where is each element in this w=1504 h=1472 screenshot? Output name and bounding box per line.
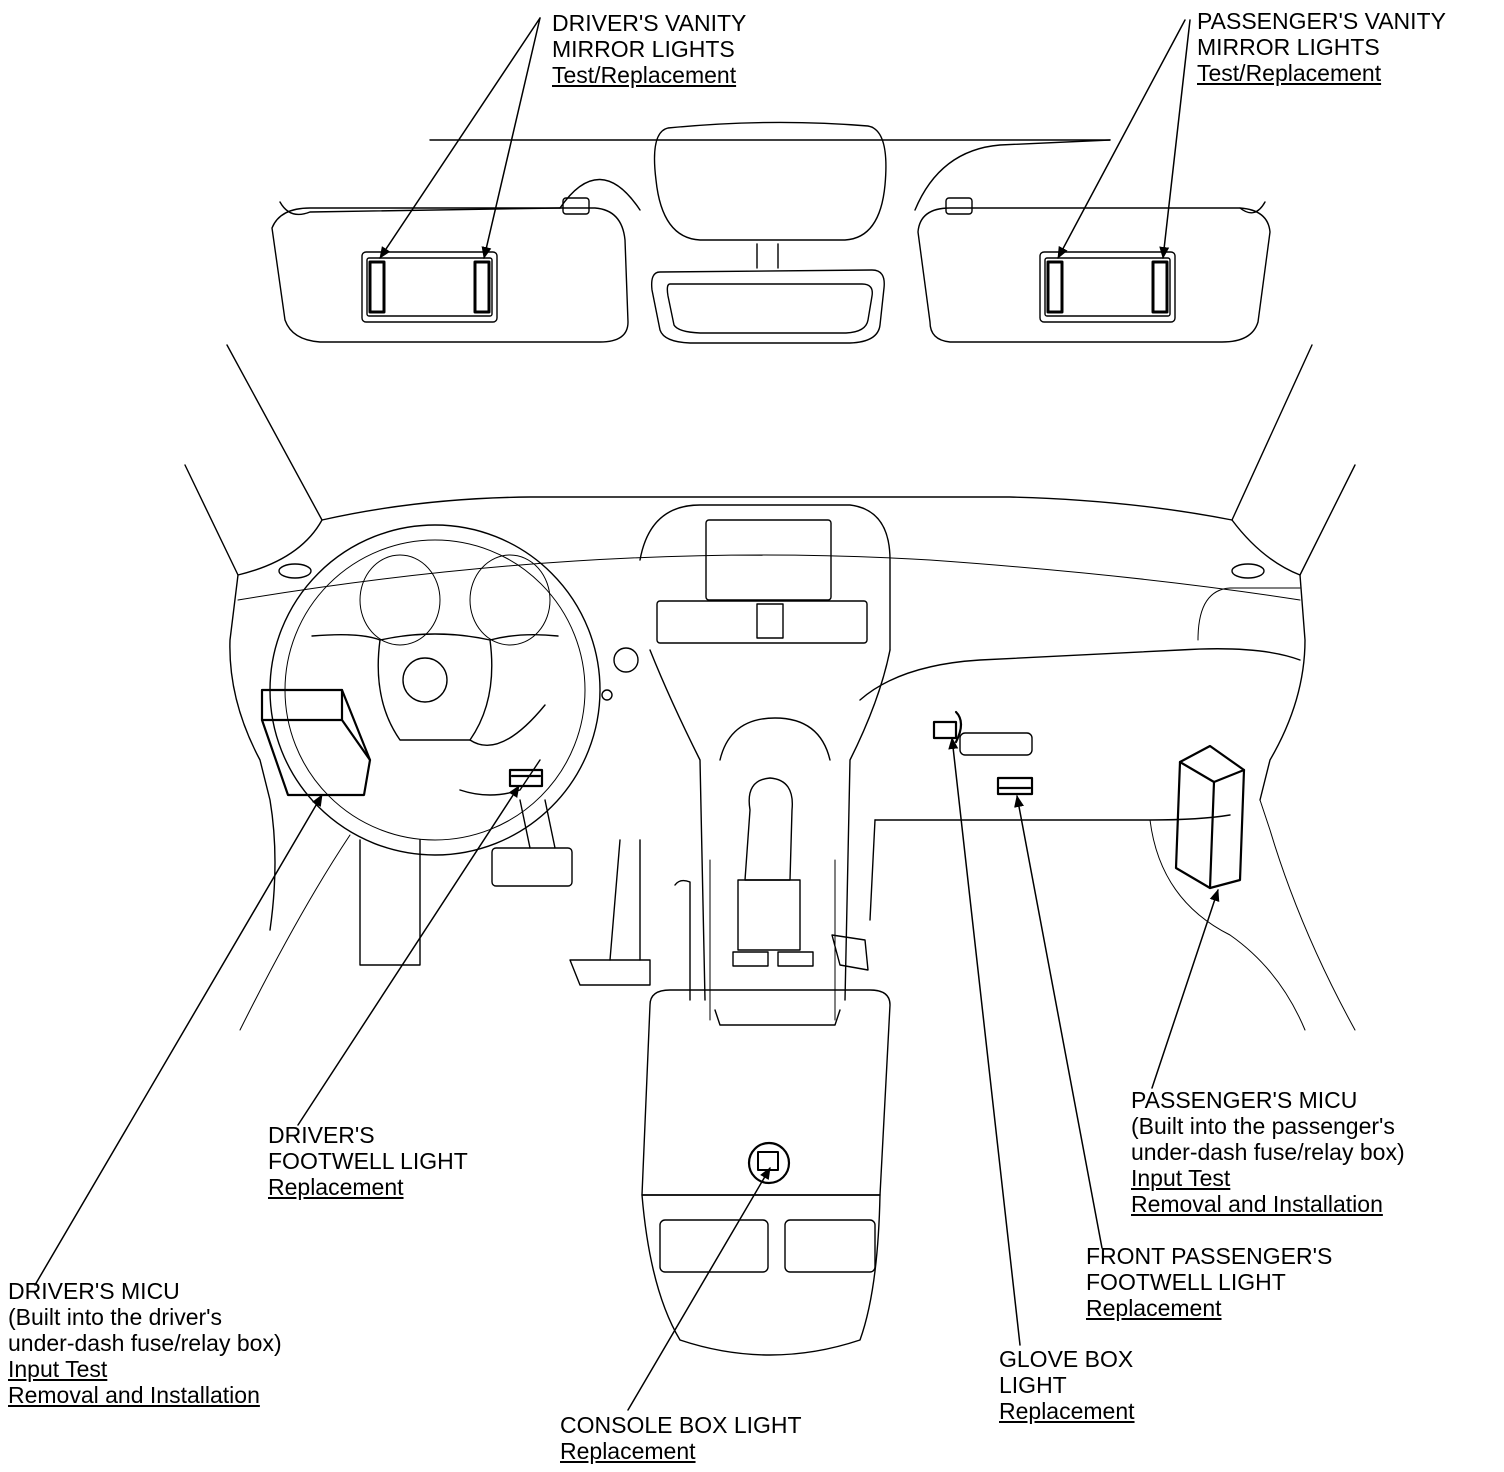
callout-text: DRIVER'S	[268, 1122, 375, 1148]
callout-text: FRONT PASSENGER'S	[1086, 1243, 1333, 1269]
callout-text: PASSENGER'S MICU	[1131, 1087, 1358, 1113]
callout-text: FOOTWELL LIGHT	[1086, 1269, 1286, 1295]
dashboard	[229, 496, 1306, 1021]
headliner	[279, 139, 1266, 216]
callout-text: GLOVE BOX	[999, 1346, 1134, 1372]
callout-text: DRIVER'S VANITY	[552, 10, 747, 36]
driver-footwell-light	[508, 768, 544, 788]
console-box-replacement-link[interactable]: Replacement	[560, 1438, 696, 1464]
a-pillars	[184, 344, 1356, 576]
callout-console-box-light: CONSOLE BOX LIGHT Replacement	[560, 1412, 802, 1464]
callout-text: CONSOLE BOX LIGHT	[560, 1412, 802, 1438]
callout-passenger-micu: PASSENGER'S MICU (Built into the passeng…	[1131, 1087, 1405, 1217]
center-console	[641, 989, 891, 1356]
callout-driver-micu: DRIVER'S MICU (Built into the driver's u…	[8, 1278, 282, 1408]
glove-box-light	[932, 710, 963, 744]
glove-box-replacement-link[interactable]: Replacement	[999, 1398, 1135, 1424]
callout-text: MIRROR LIGHTS	[552, 36, 735, 62]
callout-text: under-dash fuse/relay box)	[1131, 1139, 1405, 1165]
callout-text: FOOTWELL LIGHT	[268, 1148, 468, 1174]
pedals	[239, 799, 651, 1031]
callout-text: DRIVER'S MICU	[8, 1278, 180, 1304]
callout-text: under-dash fuse/relay box)	[8, 1330, 282, 1356]
callout-driver-footwell-light: DRIVER'S FOOTWELL LIGHT Replacement	[268, 1122, 468, 1200]
passenger-micu-input-test-link[interactable]: Input Test	[1131, 1165, 1231, 1191]
passenger-micu-removal-installation-link[interactable]: Removal and Installation	[1131, 1191, 1383, 1217]
gear-shifter	[674, 777, 869, 1001]
driver-micu-removal-installation-link[interactable]: Removal and Installation	[8, 1382, 260, 1408]
passenger-micu-box	[1174, 744, 1246, 890]
callout-text: MIRROR LIGHTS	[1197, 34, 1380, 60]
rearview-mirror	[650, 121, 887, 344]
passenger-sun-visor	[917, 197, 1271, 343]
callout-text: LIGHT	[999, 1372, 1067, 1398]
passenger-vanity-test-replacement-link[interactable]: Test/Replacement	[1197, 60, 1382, 86]
front-passenger-footwell-light	[996, 776, 1034, 796]
callout-text: PASSENGER'S VANITY	[1197, 8, 1446, 34]
driver-footwell-replacement-link[interactable]: Replacement	[268, 1174, 404, 1200]
driver-micu-box	[260, 688, 372, 797]
floor-lines	[869, 799, 1356, 1031]
callout-front-passenger-footwell-light: FRONT PASSENGER'S FOOTWELL LIGHT Replace…	[1086, 1243, 1332, 1321]
callout-text: (Built into the passenger's	[1131, 1113, 1395, 1139]
driver-sun-visor	[271, 197, 629, 343]
driver-vanity-test-replacement-link[interactable]: Test/Replacement	[552, 62, 737, 88]
driver-micu-input-test-link[interactable]: Input Test	[8, 1356, 108, 1382]
callout-passenger-vanity-mirror-lights: PASSENGER'S VANITY MIRROR LIGHTS Test/Re…	[1197, 8, 1446, 86]
front-passenger-footwell-replacement-link[interactable]: Replacement	[1086, 1295, 1222, 1321]
callout-text: (Built into the driver's	[8, 1304, 223, 1330]
leader-lines	[34, 17, 1220, 1411]
callout-glove-box-light: GLOVE BOX LIGHT Replacement	[999, 1346, 1135, 1424]
steering-wheel	[269, 524, 601, 856]
callout-driver-vanity-mirror-lights: DRIVER'S VANITY MIRROR LIGHTS Test/Repla…	[552, 10, 746, 88]
